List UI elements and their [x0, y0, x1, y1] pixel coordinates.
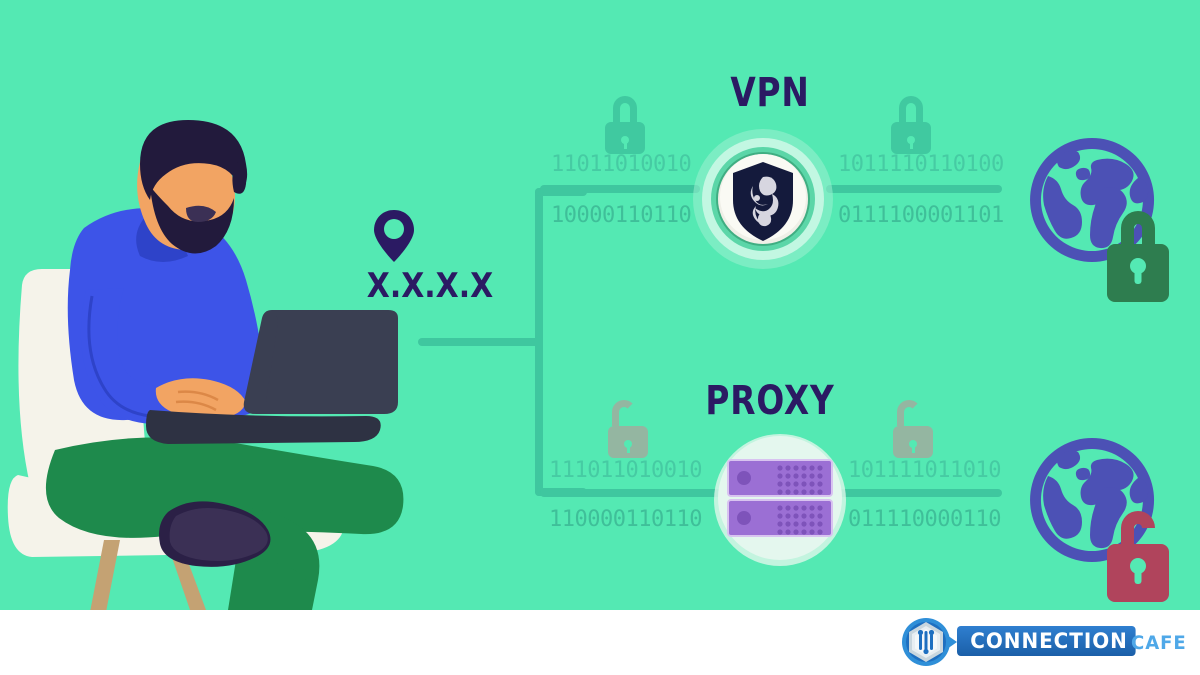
vpn-binary-left-top: 11011010010	[551, 152, 692, 177]
proxy-line-left	[540, 489, 730, 497]
open-lock	[1107, 511, 1169, 602]
brand-logo[interactable]: CONNECTION CAFE	[895, 617, 1186, 667]
brand-name-secondary: CAFE	[1131, 632, 1187, 654]
vpn-binary-right-bottom: 0111100001101	[838, 203, 1004, 228]
location-pin-icon	[372, 208, 416, 269]
vpn-row-title: VPN	[730, 70, 810, 116]
proxy-binary-right-top: 101111011010	[848, 458, 1001, 483]
proxy-row-title: PROXY	[705, 378, 835, 424]
person-with-laptop-illustration	[0, 120, 440, 612]
closed-lock	[1107, 211, 1169, 302]
proxy-lock-right-icon	[893, 400, 933, 458]
proxy-server-badge[interactable]	[712, 432, 848, 568]
proxy-binary-right-bottom: 011110000110	[848, 507, 1001, 532]
vpn-lock-left-icon	[605, 96, 645, 154]
proxy-lock-left-icon	[608, 400, 648, 458]
proxy-line-right	[828, 489, 1002, 497]
brand-name-primary: CONNECTION	[957, 626, 1136, 656]
vpn-shield-badge[interactable]	[692, 128, 834, 270]
vpn-endpoint-globe[interactable]	[1022, 132, 1182, 307]
ip-address-label: X.X.X.X	[366, 266, 494, 306]
proxy-binary-left-top: 111011010010	[549, 458, 702, 483]
vpn-line-right	[826, 185, 1002, 193]
proxy-endpoint-globe[interactable]	[1022, 432, 1182, 607]
connection-cafe-hexagon-icon	[902, 618, 957, 666]
vpn-line-left	[540, 185, 700, 193]
vpn-lock-right-icon	[891, 96, 931, 154]
vpn-binary-right-top: 1011110110100	[838, 152, 1004, 177]
vpn-binary-left-bottom: 10000110110	[551, 203, 692, 228]
proxy-binary-left-bottom: 110000110110	[549, 507, 702, 532]
